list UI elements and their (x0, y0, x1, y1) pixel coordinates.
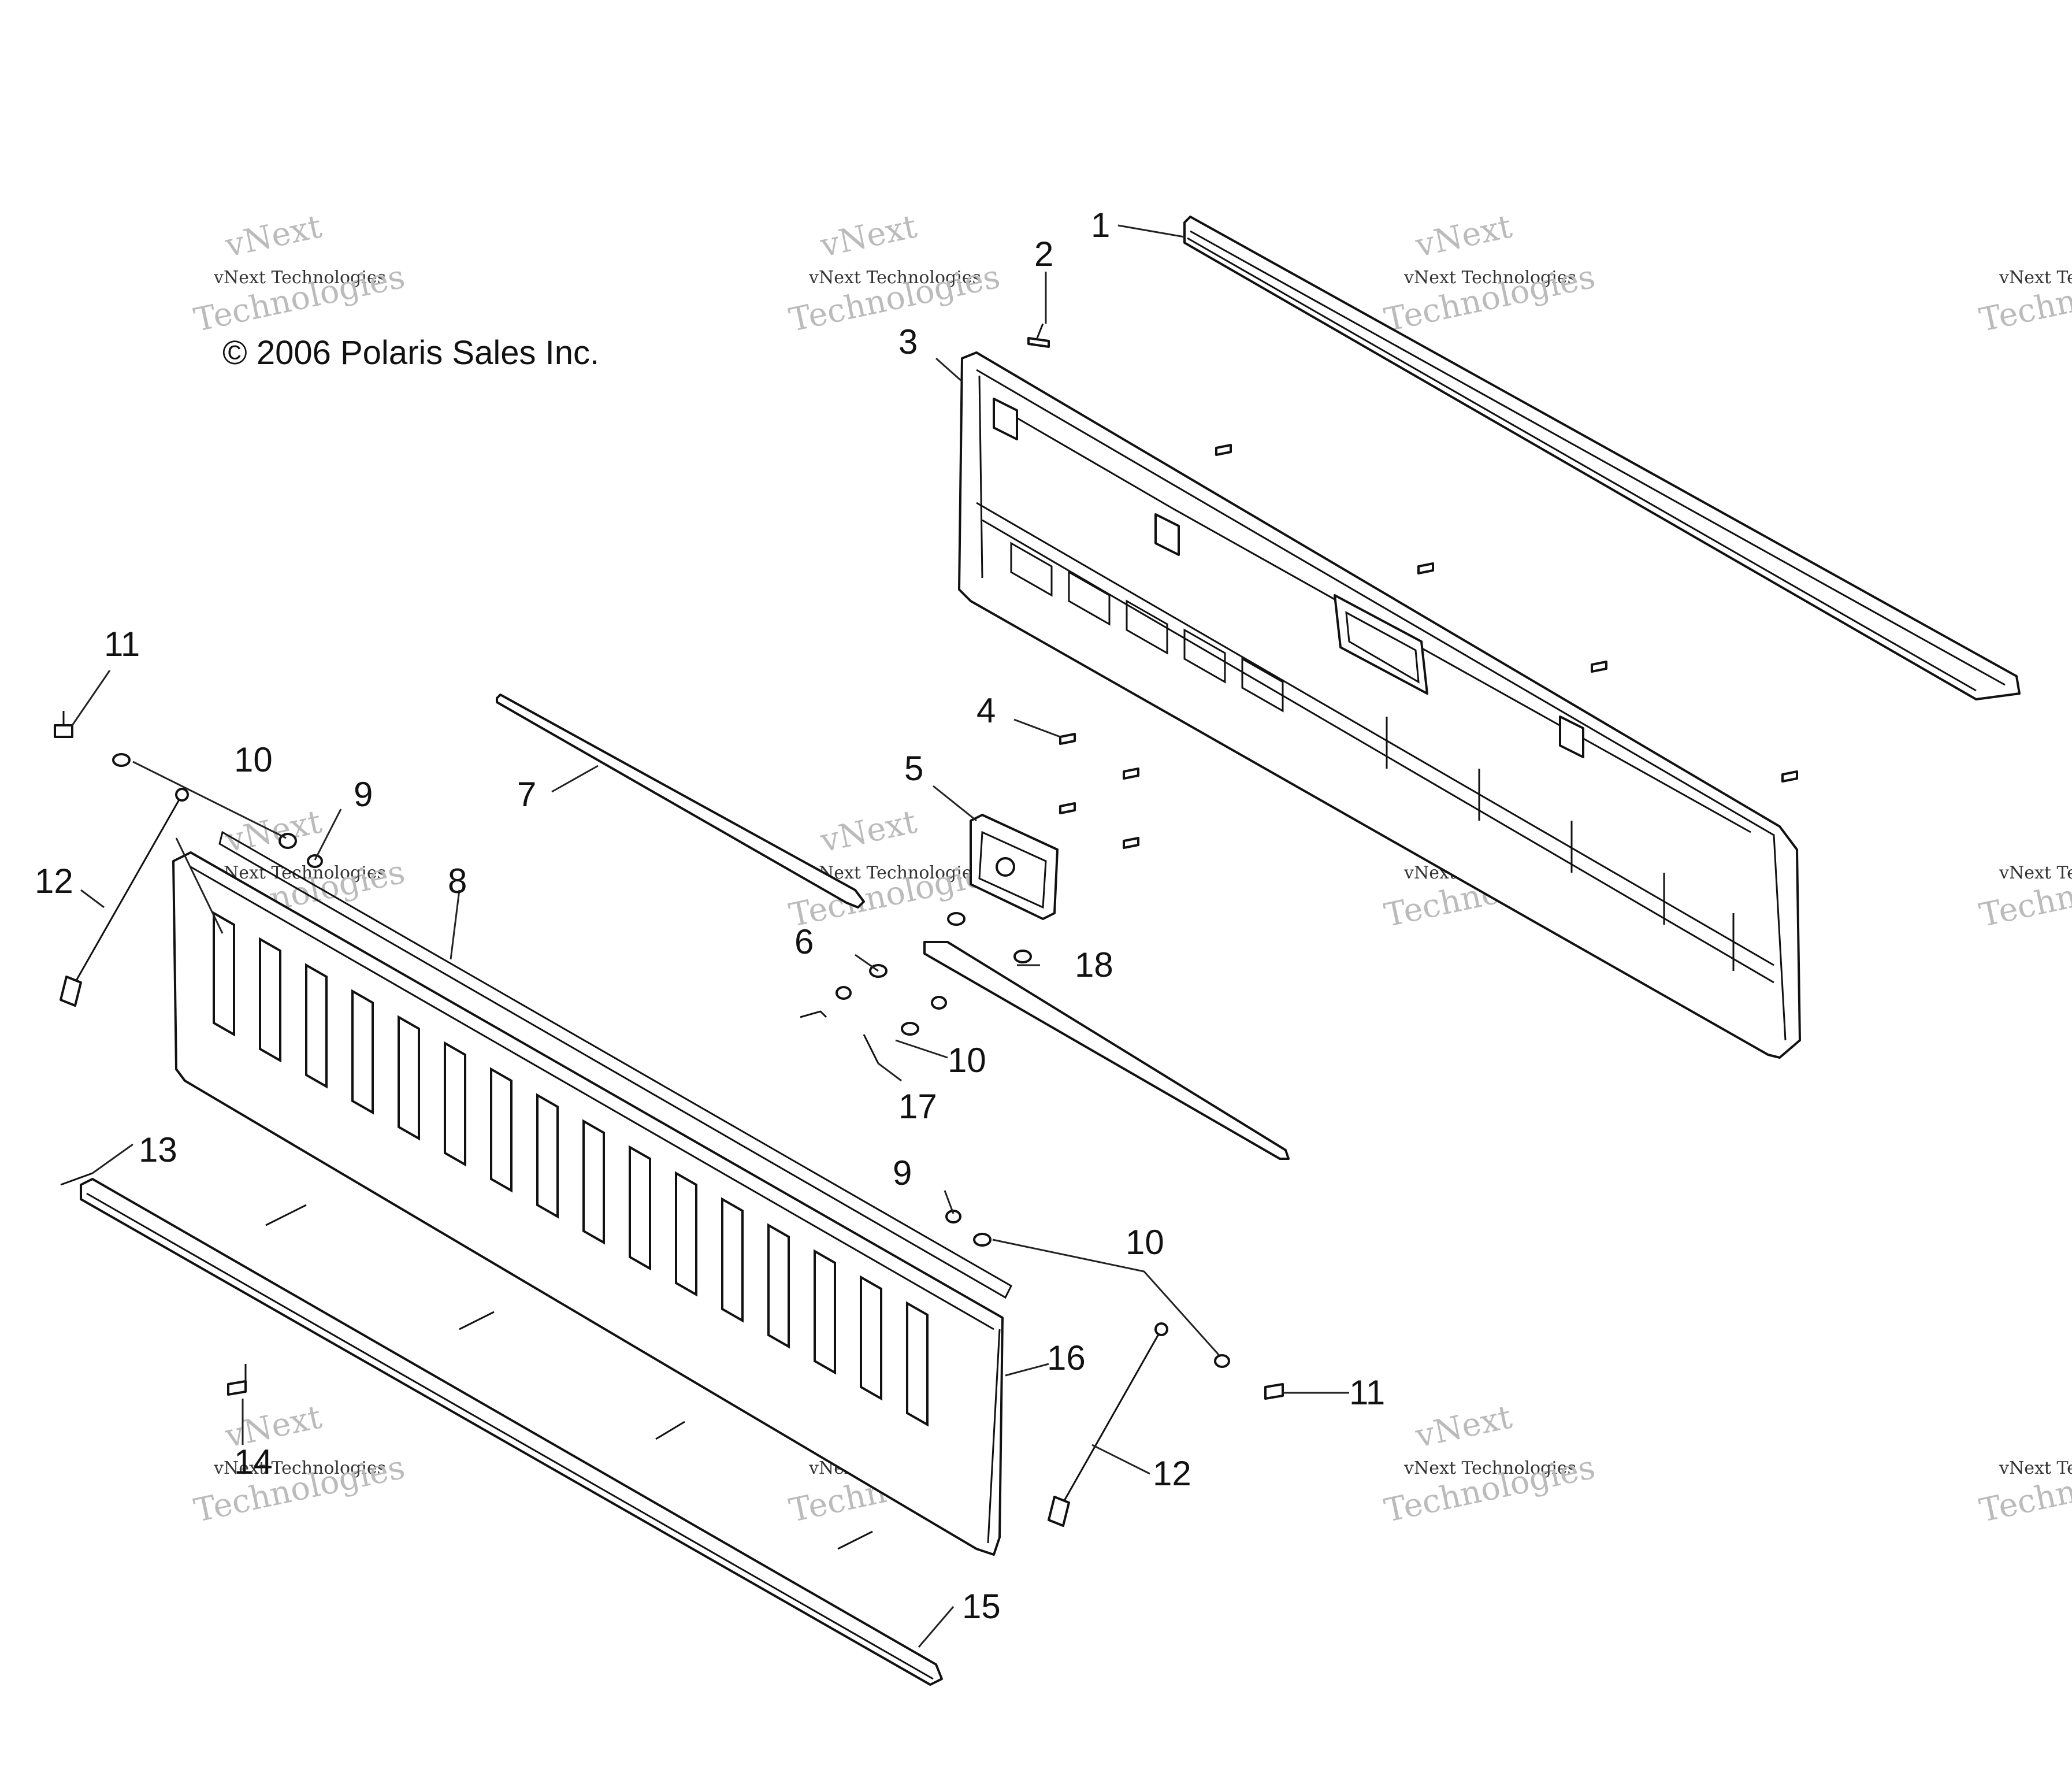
part-4-bolts (1059, 444, 1798, 849)
part-7-rod (496, 694, 865, 909)
watermark-line0: vNext (817, 207, 920, 265)
watermark: vNext Technologies Technologies (1976, 853, 2072, 935)
watermark-line1: vNext Technologies (213, 1458, 386, 1478)
callout-8: 8 (448, 862, 467, 900)
watermark: vNext vNext Technologies Technologies (1381, 1398, 1598, 1530)
watermark-line1: vNext Technologies (1999, 268, 2072, 288)
watermark: vNext vNext Technologies Technologies (786, 207, 1003, 339)
callout-15: 15 (962, 1587, 1001, 1626)
watermark-line0: vNext (817, 803, 920, 860)
callout-12-left: 12 (35, 862, 73, 900)
callout-1: 1 (1091, 206, 1110, 244)
part-12-cable-left (60, 788, 189, 1007)
watermark-line1: vNext Technologies (1403, 268, 1576, 288)
hardware (54, 711, 1284, 1550)
part-3-tailgate-frame (958, 351, 1801, 1059)
callout-11-left: 11 (104, 625, 140, 663)
watermark-line1: vNext Technologies (1403, 1458, 1576, 1478)
callout-2: 2 (1034, 235, 1053, 273)
callout-5: 5 (904, 749, 923, 788)
rod-right (923, 941, 1290, 1160)
callout-9-lower: 9 (893, 1154, 912, 1192)
watermark-line1: vNext Technologies (1999, 863, 2072, 883)
callout-10-middle: 10 (948, 1041, 986, 1080)
callout-14: 14 (234, 1443, 273, 1481)
watermark-line1: vNext Technologies (1999, 1458, 2072, 1478)
watermark: vNext vNext Technologies Technologies (1381, 207, 1598, 339)
callout-3: 3 (898, 322, 918, 361)
callout-7: 7 (517, 775, 536, 814)
watermark-line1: vNext Technologies (213, 268, 386, 288)
callout-16: 16 (1047, 1339, 1086, 1377)
leader-lines (71, 224, 1349, 1648)
callout-10-lower-right: 10 (1126, 1223, 1164, 1262)
watermark-line1: vNext Technologies (808, 268, 981, 288)
callout-10-upper-left: 10 (234, 740, 273, 779)
callout-17: 17 (898, 1087, 937, 1126)
watermark: vNext Technologies Technologies (1976, 258, 2072, 339)
callout-18: 18 (1075, 946, 1113, 984)
callout-4: 4 (976, 691, 996, 730)
part-12-cable-right (1048, 1322, 1168, 1527)
watermark-line0: vNext (222, 207, 325, 265)
callout-12-right: 12 (1153, 1454, 1191, 1493)
watermark: vNext vNext Technologies Technologies (191, 1398, 408, 1530)
part-2-bolt (1027, 323, 1050, 348)
copyright-text: © 2006 Polaris Sales Inc. (222, 334, 599, 372)
part-5-latch-handle (970, 814, 1059, 920)
watermark: vNext vNext Technologies Technologies (191, 207, 408, 339)
callout-9-upper: 9 (354, 775, 373, 814)
watermark-line1: vNext Technologies (213, 863, 386, 883)
part-1-top-rail (1183, 216, 2021, 700)
watermark-line0: vNext (1412, 1398, 1516, 1455)
part-8-tailgate-panel (172, 830, 1012, 1556)
callout-11-right: 11 (1349, 1373, 1385, 1412)
watermark-line0: vNext (1412, 207, 1516, 265)
callout-6: 6 (794, 922, 814, 961)
watermark: vNext Technologies Technologies (1976, 1448, 2072, 1530)
callout-13: 13 (139, 1130, 177, 1169)
part-15-bottom-rail (80, 1178, 943, 1686)
callouts: 1 2 3 4 5 6 7 8 9 9 10 10 10 11 11 12 12… (35, 206, 1385, 1626)
